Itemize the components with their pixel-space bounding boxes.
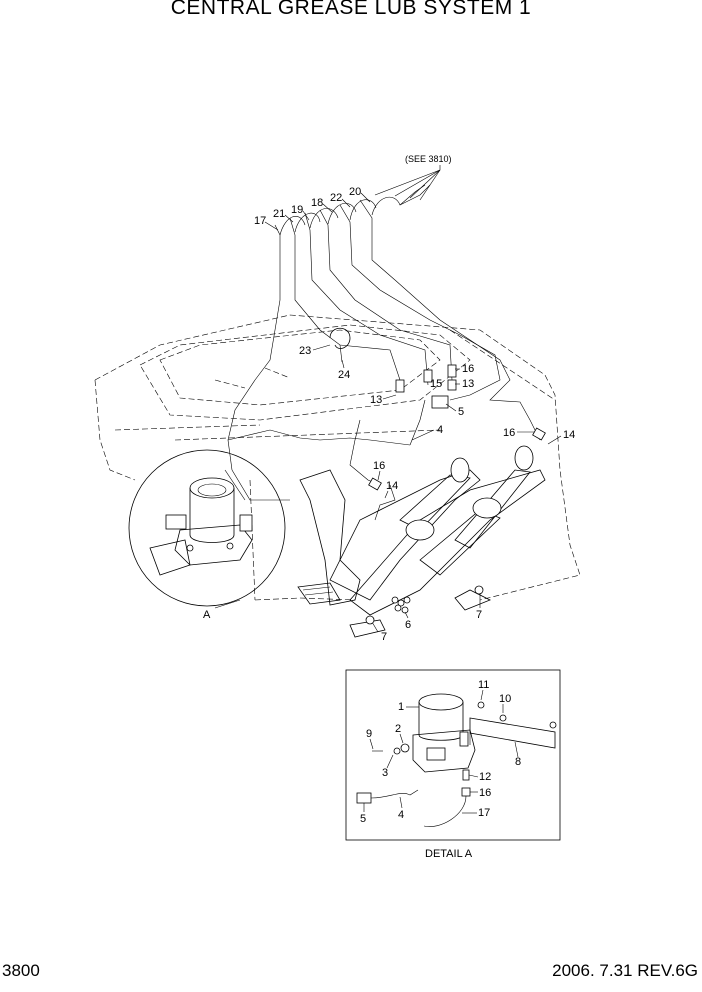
callout-18: 18: [311, 197, 323, 209]
detail-callout-16: 16: [479, 787, 491, 799]
callout-15: 15: [430, 378, 442, 390]
callout-16c: 16: [373, 460, 385, 472]
detail-callout-10: 10: [499, 693, 511, 705]
page-number: 3800: [2, 961, 40, 980]
see-reference-leaders: [374, 165, 441, 201]
callout-21: 21: [273, 208, 285, 220]
detail-callout-1: 1: [398, 701, 404, 713]
detail-callouts: 11 10 1 2 9 3 8 12 16 5 4 17 DETAIL A: [360, 679, 521, 860]
callout-22: 22: [330, 192, 342, 204]
callout-7a: 7: [381, 631, 387, 643]
main-callouts: 17 21 19 18 22 20 (SEE 3810) 23 24 16 15…: [203, 154, 575, 643]
callout-16b: 16: [503, 427, 515, 439]
callout-4: 4: [437, 424, 443, 436]
detail-callout-11: 11: [478, 679, 489, 691]
detail-callout-5: 5: [360, 813, 366, 825]
detail-callout-4: 4: [398, 809, 404, 821]
machine-body: [94, 314, 581, 638]
detail-callout-9: 9: [366, 728, 372, 740]
callout-16a: 16: [462, 363, 474, 375]
view-marker-a: A: [203, 609, 211, 621]
callout-23: 23: [299, 345, 311, 357]
detail-callout-17: 17: [478, 807, 490, 819]
callout-13b: 13: [370, 394, 382, 406]
callout-20: 20: [349, 186, 361, 198]
grease-hoses: [227, 184, 546, 521]
callout-17: 17: [254, 215, 266, 227]
page-title: CENTRAL GREASE LUB SYSTEM 1: [170, 0, 532, 19]
callout-6: 6: [405, 619, 411, 631]
revision-date: 2006. 7.31 REV.6G: [552, 961, 698, 980]
detail-a-view-circle: [128, 449, 290, 609]
detail-callout-3: 3: [382, 767, 388, 779]
callout-5: 5: [458, 406, 464, 418]
callout-7b: 7: [476, 609, 482, 621]
detail-callout-12: 12: [479, 771, 491, 783]
callout-19: 19: [291, 204, 303, 216]
detail-a-box: [345, 669, 561, 841]
detail-a-label: DETAIL A: [425, 848, 473, 860]
callout-13a: 13: [462, 378, 474, 390]
callout-14b: 14: [386, 480, 398, 492]
detail-callout-8: 8: [515, 756, 521, 768]
detail-callout-2: 2: [395, 723, 401, 735]
callout-14a: 14: [563, 429, 575, 441]
callout-24: 24: [338, 369, 350, 381]
see-reference: (SEE 3810): [405, 154, 452, 164]
